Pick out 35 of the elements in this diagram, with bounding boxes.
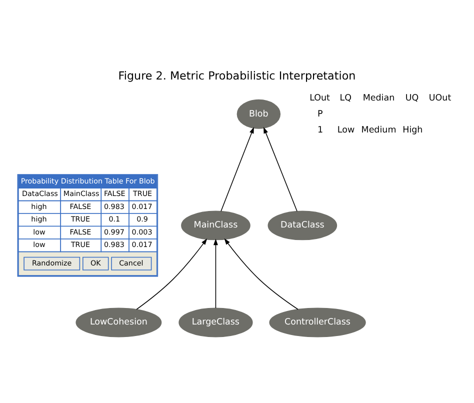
label: Cancel	[119, 258, 144, 267]
label: 1	[318, 124, 324, 135]
label: P	[318, 108, 323, 119]
label: LOut	[310, 92, 330, 103]
label: High	[402, 124, 423, 135]
label: high	[31, 214, 47, 224]
label: UOut	[428, 92, 452, 103]
label: LQ	[340, 92, 352, 103]
label: TRUE	[133, 188, 152, 198]
label: 0.017	[132, 201, 152, 210]
label: 0.997	[104, 226, 124, 236]
caption: Figure 2. Metric Probabilistic Interpretation	[118, 68, 356, 82]
label: high	[31, 201, 47, 210]
label: 0.983	[104, 201, 124, 210]
label: 0.003	[132, 226, 152, 236]
label: 0.017	[132, 240, 152, 249]
label: Probability Distribution Table For Blob	[20, 176, 155, 185]
label: low	[33, 240, 46, 249]
label: 0.1	[108, 214, 120, 224]
label: MainClass	[63, 188, 100, 198]
label: FALSE	[70, 226, 92, 236]
label: TRUE	[70, 214, 90, 224]
label: Low	[337, 124, 355, 135]
label: low	[33, 226, 46, 236]
label: FALSE	[104, 188, 126, 198]
label: Randomize	[32, 258, 72, 267]
label: Medium	[361, 124, 396, 135]
label: TRUE	[70, 240, 90, 249]
label: 0.9	[136, 214, 148, 224]
label: FALSE	[70, 201, 92, 210]
label: OK	[90, 258, 101, 267]
label: 0.983	[104, 240, 124, 249]
label: DataClass	[22, 188, 58, 198]
label: UQ	[405, 92, 419, 103]
label: Median	[362, 92, 395, 103]
